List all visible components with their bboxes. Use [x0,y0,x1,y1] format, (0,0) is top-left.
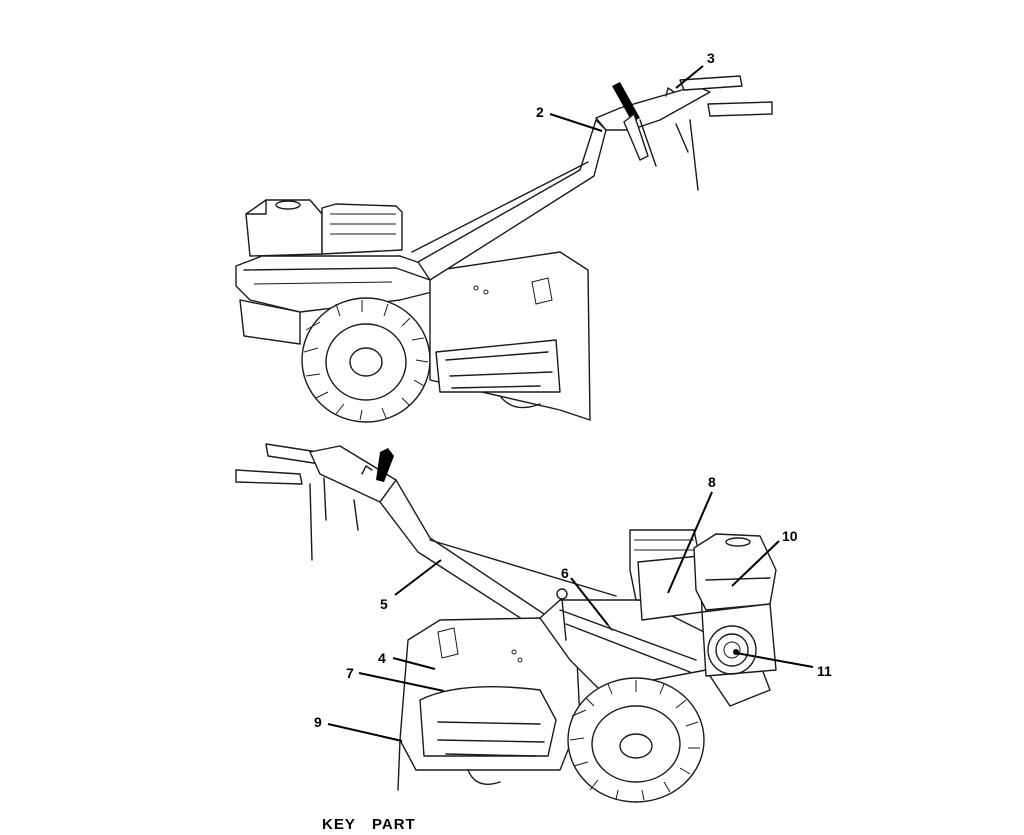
handlebar-top [411,75,773,281]
callout-4: 4 [378,650,386,666]
key-table-header: KEY PART [322,816,416,833]
leader-6 [570,577,609,626]
callout-3: 3 [707,50,715,66]
leader-lines [327,65,814,742]
callout-labels: 2 3 4 5 6 7 8 9 10 11 [314,50,832,730]
key-column-header: KEY [322,816,356,833]
wheel-bottom [567,677,705,803]
tine-shield-bottom [397,617,581,791]
callout-10: 10 [782,528,798,544]
callout-11: 11 [817,663,832,679]
callout-2: 2 [536,104,544,120]
callout-7: 7 [346,665,354,681]
leader-7 [358,672,445,692]
handlebar-bottom [235,443,617,651]
tiller-view-bottom [235,443,777,803]
leader-4 [392,657,436,670]
callout-9: 9 [314,714,322,730]
leader-8 [667,491,713,594]
leader-10 [731,540,780,587]
part-column-header: PART [372,816,416,833]
leader-11 [735,652,814,668]
leader-9 [327,723,403,742]
tine-shield-top [429,251,591,421]
engine-top [235,199,441,313]
leader-3 [675,65,704,89]
callout-5: 5 [380,596,388,612]
wheel-top [301,297,431,423]
frame-bottom [539,588,771,707]
engine-bottom [629,529,777,677]
leader-5 [394,559,442,596]
callout-8: 8 [708,474,716,490]
frame-top [239,299,301,345]
leader-2 [549,113,603,132]
callout-6: 6 [561,565,569,581]
tiller-view-top [235,75,773,423]
